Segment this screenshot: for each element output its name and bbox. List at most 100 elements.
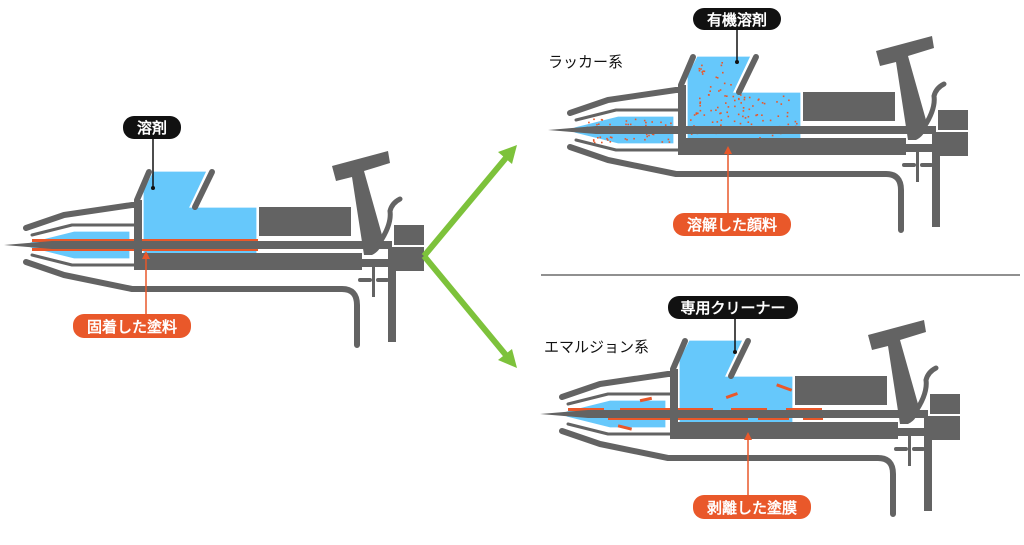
pigment-dot [693, 114, 696, 116]
pigment-dot [708, 94, 710, 96]
pigment-dot [720, 64, 723, 67]
left-paint-label: 固着した塗料 [87, 318, 177, 336]
pigment-dot [701, 64, 703, 67]
pigment-dot [660, 121, 662, 124]
pigment-dot [699, 102, 701, 105]
pigment-dot [719, 89, 722, 91]
pigment-dot [727, 115, 730, 118]
pigment-dot [748, 96, 751, 99]
pigment-dot [776, 101, 778, 103]
pigment-dot [723, 82, 726, 85]
emulsion-paint-label: 剥離した塗膜 [707, 499, 797, 517]
pigment-dot [734, 105, 736, 108]
pigment-dot [724, 95, 726, 97]
pigment-dot [646, 135, 648, 138]
pigment-dot [786, 115, 789, 118]
pigment-dot [752, 105, 754, 107]
pigment-dot [651, 121, 653, 123]
pigment-dot [699, 101, 702, 103]
pigment-dot [690, 133, 693, 135]
pigment-dot [718, 90, 720, 92]
pigment-dot [744, 117, 747, 119]
airbrush-emulsion [540, 320, 960, 514]
pigment-dot [750, 123, 753, 126]
emulsion-solvent-label: 専用クリーナー [680, 299, 785, 317]
pigment-dot [743, 96, 746, 99]
pigment-dot [787, 123, 790, 126]
pigment-dot [593, 141, 596, 144]
lacquer-solvent-label: 有機溶剤 [707, 11, 767, 29]
pigment-dot [777, 115, 780, 117]
pigment-dot [625, 120, 628, 122]
pigment-dot [732, 95, 735, 98]
pigment-dot [740, 102, 742, 104]
pigment-dot [722, 71, 724, 74]
pigment-dot [703, 70, 706, 73]
pigment-dot [645, 133, 648, 136]
pigment-dot [592, 139, 595, 141]
fixed-paint-layer [32, 239, 258, 251]
pigment-dot [743, 98, 746, 101]
pigment-dot [703, 114, 706, 116]
pigment-dot [645, 121, 647, 124]
pigment-dot [771, 134, 774, 137]
pigment-dot [757, 99, 760, 101]
pigment-dot [698, 67, 701, 70]
pigment-dot [645, 124, 647, 127]
pigment-dot [747, 121, 750, 123]
pigment-dot [725, 102, 727, 104]
left-solvent-callout: 溶剤 [123, 116, 181, 190]
arrow-to-emulsion [421, 254, 513, 362]
pigment-dot [716, 121, 719, 123]
pigment-dot [717, 106, 719, 109]
pigment-dot [627, 123, 629, 126]
pigment-dot [782, 95, 785, 98]
pigment-dot [734, 99, 736, 102]
pigment-dot [701, 71, 703, 73]
left-paint-callout: 固着した塗料 [73, 251, 191, 338]
pigment-dot [739, 122, 742, 125]
pigment-dot [593, 140, 595, 142]
emulsion-solvent-callout: 専用クリーナー [668, 296, 798, 354]
emulsion-paint-callout: 剥離した塗膜 [693, 432, 811, 519]
pigment-dot [690, 119, 692, 121]
pigment-dot [709, 86, 712, 88]
lacquer-category-label: ラッカー系 [548, 53, 623, 71]
pigment-dot [709, 90, 711, 92]
pigment-dot [701, 73, 704, 75]
pigment-dot [698, 69, 701, 72]
pigment-dot [730, 84, 732, 86]
pigment-dot [761, 114, 763, 116]
lacquer-paint-callout: 溶解した顔料 [673, 146, 791, 236]
pigment-dot [762, 119, 764, 122]
pigment-dot [667, 138, 670, 141]
branch-arrows [421, 145, 517, 368]
pigment-dot [748, 108, 751, 111]
pigment-dot [699, 97, 701, 100]
pigment-dot [742, 115, 744, 118]
pigment-dot [738, 98, 740, 101]
pigment-dot [633, 137, 635, 140]
pigment-dot [716, 77, 719, 79]
pigment-dot [788, 99, 790, 102]
pigment-dot [661, 141, 664, 143]
pigment-dot [643, 119, 646, 122]
pigment-dot [740, 94, 742, 96]
pigment-dot [710, 109, 712, 112]
pigment-dot [593, 118, 595, 121]
arrow-to-lacquer [421, 151, 513, 258]
pigment-dot [761, 102, 764, 104]
pigment-dot [695, 112, 698, 114]
pigment-dot [711, 121, 714, 123]
pigment-dot [726, 111, 728, 114]
pigment-dot [715, 109, 717, 111]
pigment-dot [763, 102, 766, 105]
pigment-dot [634, 118, 637, 121]
pigment-dot [624, 138, 627, 140]
pigment-dot [720, 124, 722, 126]
pigment-dot [609, 123, 611, 126]
pigment-dot [611, 136, 613, 139]
pigment-dot [697, 112, 699, 115]
pigment-dot [756, 114, 759, 116]
